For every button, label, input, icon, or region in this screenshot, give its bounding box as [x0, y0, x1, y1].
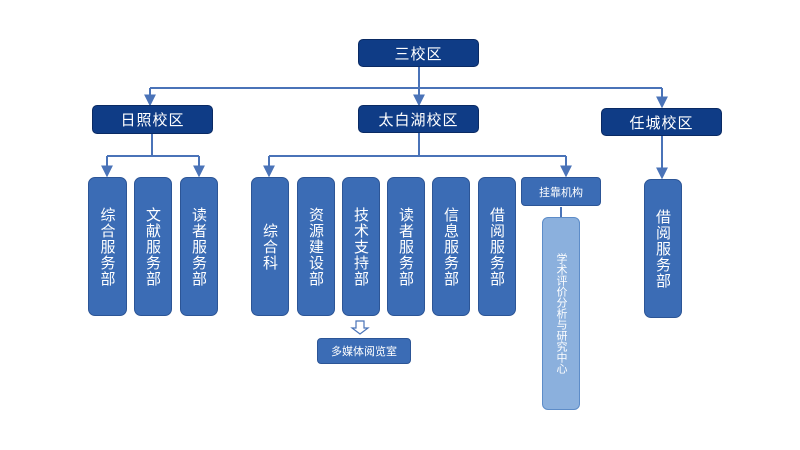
dept-taibaihu-5: 信息服务部 [432, 177, 470, 316]
dept-taibaihu-3: 技术支持部 [342, 177, 380, 316]
campus-rizhao: 日照校区 [92, 105, 213, 134]
dept-taibaihu-1: 综合科 [251, 177, 289, 316]
dept-rizhao-2: 文献服务部 [134, 177, 172, 316]
multimedia-room: 多媒体阅览室 [317, 338, 411, 364]
down-arrow-icon [350, 320, 370, 335]
academic-evaluation-center: 学术评价分析与研究中心 [542, 217, 580, 410]
affiliated-institution: 挂靠机构 [521, 177, 601, 206]
campus-taibaihu: 太白湖校区 [358, 105, 479, 133]
dept-taibaihu-4: 读者服务部 [387, 177, 425, 316]
dept-rencheng-1: 借阅服务部 [644, 179, 682, 318]
dept-taibaihu-2: 资源建设部 [297, 177, 335, 316]
root-node: 三校区 [358, 39, 479, 67]
campus-rencheng: 任城校区 [601, 108, 722, 136]
dept-rizhao-3: 读者服务部 [180, 177, 218, 316]
dept-rizhao-1: 综合服务部 [88, 177, 127, 316]
dept-taibaihu-6: 借阅服务部 [478, 177, 516, 316]
